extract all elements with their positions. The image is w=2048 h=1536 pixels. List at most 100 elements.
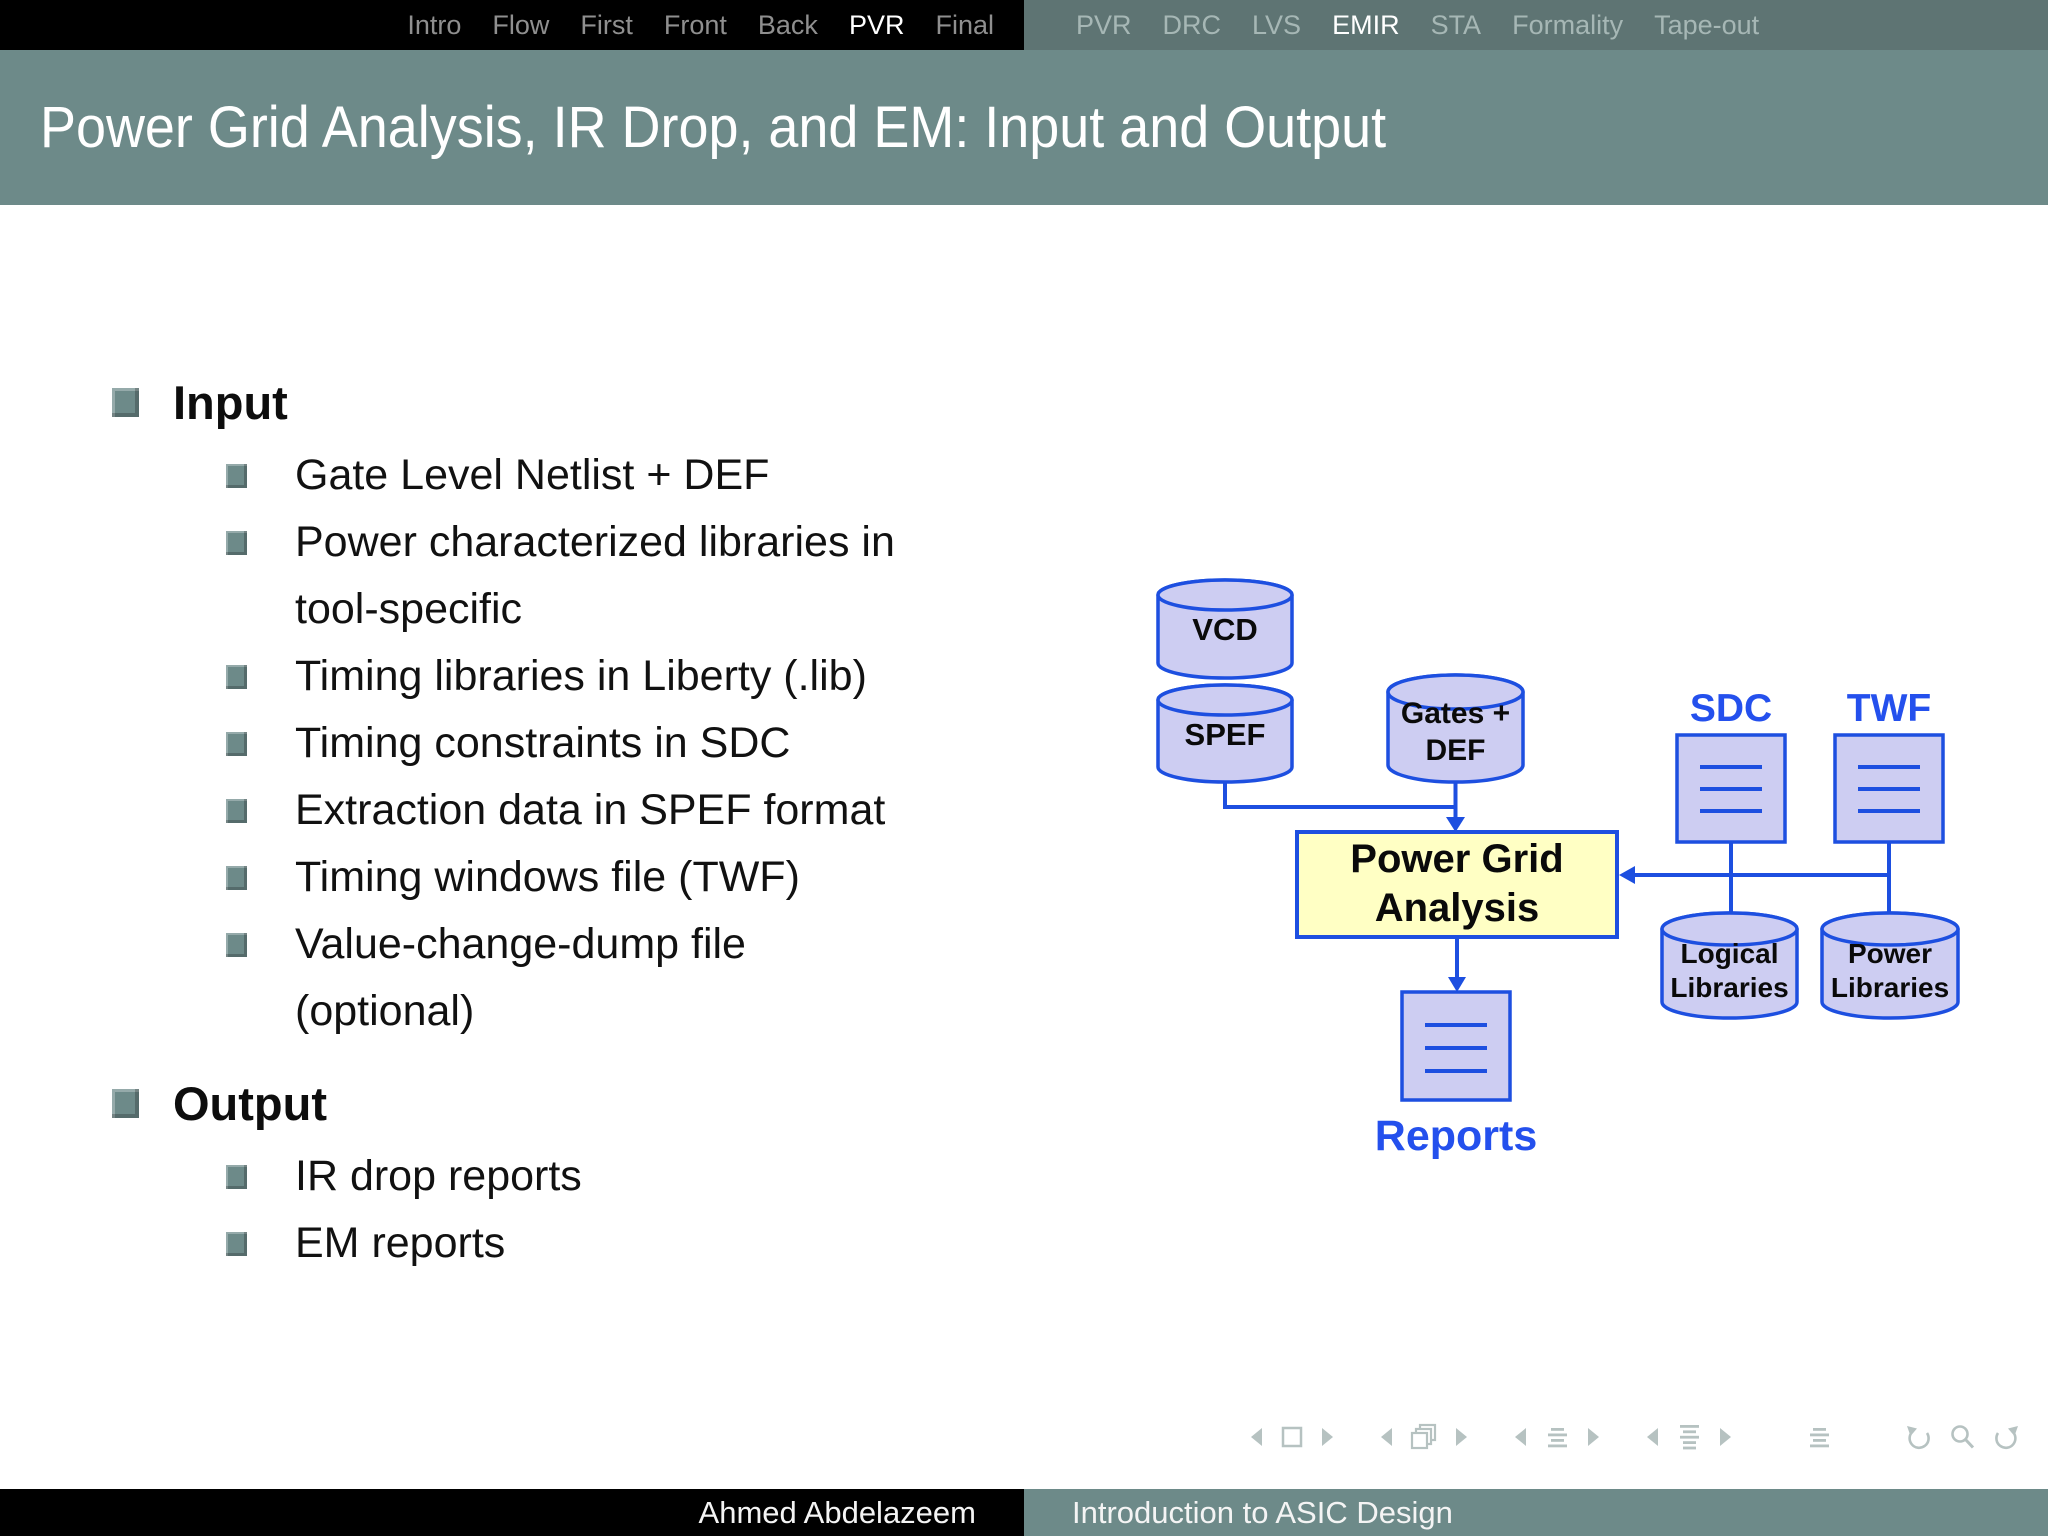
nav-item-back[interactable]: Back <box>757 9 818 40</box>
next-subsection-icon[interactable] <box>1583 1424 1603 1450</box>
list-item: Value-change-dump file <box>0 911 1120 978</box>
list-item-text: Timing libraries in Liberty (.lib) <box>295 652 867 700</box>
next-slide-icon[interactable] <box>1317 1424 1337 1450</box>
list-item: Timing libraries in Liberty (.lib) <box>0 643 1120 710</box>
twf-document <box>1833 733 1945 844</box>
search-icon[interactable] <box>1947 1422 1978 1452</box>
vcd-label: VCD <box>1192 612 1258 647</box>
prev-slide-icon[interactable] <box>1247 1424 1267 1450</box>
sub-bullet-square <box>226 1231 247 1256</box>
list-item-text: tool-specific <box>295 585 523 633</box>
prev-subsection-icon[interactable] <box>1511 1424 1531 1450</box>
nav-subsections: PVR DRC LVS EMIR STA Formality Tape-out <box>1024 0 2048 50</box>
nav-item-intro[interactable]: Intro <box>407 9 462 40</box>
nav-item-pvr[interactable]: PVR <box>848 9 905 40</box>
list-item-text: Extraction data in SPEF format <box>295 786 886 834</box>
list-item-text: Gate Level Netlist + DEF <box>295 451 770 499</box>
go-forward-icon[interactable] <box>1990 1422 2022 1452</box>
sub-bullet-square <box>226 798 247 823</box>
section-output: Output <box>0 1063 1120 1143</box>
list-item-text: (optional) <box>295 987 475 1035</box>
list-item: IR drop reports <box>0 1143 1120 1210</box>
footer-author: Ahmed Abdelazeem <box>698 1494 976 1530</box>
vcd-cylinder <box>1156 578 1294 680</box>
prev-frame-icon[interactable] <box>1377 1424 1397 1450</box>
section-outline-icon[interactable] <box>1675 1422 1703 1452</box>
subsection-outline-icon[interactable] <box>1543 1424 1571 1451</box>
sub-bullet-square <box>226 1164 247 1189</box>
nav-sub-item-sta[interactable]: STA <box>1430 9 1482 40</box>
list-item: Power characterized libraries in <box>0 509 1120 576</box>
gates-def-label: Gates + DEF <box>1400 697 1511 767</box>
footer-author-cell: Ahmed Abdelazeem <box>0 1489 1024 1536</box>
sub-bullet-square <box>226 664 247 689</box>
slide-frame-icon[interactable] <box>1279 1424 1305 1450</box>
go-back-icon[interactable] <box>1903 1422 1935 1452</box>
logical-libraries-cylinder <box>1660 911 1799 1020</box>
prev-section-icon[interactable] <box>1643 1424 1663 1450</box>
arrowhead-into-reports <box>1448 977 1466 992</box>
list-item-text: Value-change-dump file <box>295 920 746 968</box>
footer-bar: Ahmed Abdelazeem Introduction to ASIC De… <box>0 1489 2048 1536</box>
list-item-text: Timing windows file (TWF) <box>295 853 800 901</box>
power-libraries-cylinder <box>1820 911 1960 1020</box>
sub-bullet-square <box>226 731 247 756</box>
nav-sub-item-lvs[interactable]: LVS <box>1252 9 1302 40</box>
power-grid-analysis-box <box>1295 830 1619 939</box>
section-title: Input <box>173 375 288 429</box>
section-input: Input <box>0 362 1120 442</box>
nav-sub-item-pvr[interactable]: PVR <box>1076 9 1132 40</box>
reports-label: Reports <box>1374 1111 1538 1160</box>
arrowhead-into-pga-right <box>1619 866 1635 884</box>
gates-def-cylinder <box>1386 673 1525 784</box>
next-section-icon[interactable] <box>1715 1424 1735 1450</box>
sub-bullet-square <box>226 530 247 555</box>
list-item-text: Timing constraints in SDC <box>295 719 791 767</box>
footer-course-cell: Introduction to ASIC Design <box>1024 1489 2048 1536</box>
sub-bullet-square <box>226 932 247 957</box>
nav-item-final[interactable]: Final <box>935 9 994 40</box>
nav-sub-item-emir[interactable]: EMIR <box>1332 9 1400 40</box>
reports-document <box>1400 990 1512 1102</box>
twf-label: TWF <box>1846 687 1932 730</box>
nav-sub-item-drc[interactable]: DRC <box>1162 9 1222 40</box>
nav-item-front[interactable]: Front <box>663 9 727 40</box>
title-bar: Power Grid Analysis, IR Drop, and EM: In… <box>0 50 2048 205</box>
top-navigation-bar: Intro Flow First Front Back PVR Final PVR DRC LV… <box>0 0 2048 50</box>
list-item: Extraction data in SPEF format <box>0 777 1120 844</box>
sub-bullet-square <box>226 463 247 488</box>
next-frame-icon[interactable] <box>1451 1424 1471 1450</box>
diagram-connectors <box>1223 773 1891 977</box>
logical-libraries-label: Logical Libraries <box>1670 938 1789 1003</box>
section-bullet-square <box>112 387 139 417</box>
list-item-text: Power characterized libraries in <box>295 518 895 566</box>
sdc-document <box>1675 733 1787 844</box>
page-title: Power Grid Analysis, IR Drop, and EM: In… <box>40 95 1387 160</box>
arrowhead-into-pga-top <box>1446 817 1465 832</box>
sdc-label: SDC <box>1689 687 1773 730</box>
spef-cylinder <box>1156 683 1294 784</box>
nav-sub-item-formality[interactable]: Formality <box>1512 9 1624 40</box>
list-item: Timing constraints in SDC <box>0 710 1120 777</box>
connector-spef-elbow <box>1223 773 1455 809</box>
list-item: EM reports <box>0 1210 1120 1277</box>
flow-diagram-graphic <box>1156 578 1960 1102</box>
sub-bullet-square <box>226 865 247 890</box>
nav-item-first[interactable]: First <box>580 9 633 40</box>
beamer-navigation-symbols <box>1235 1422 2022 1452</box>
nav-item-flow[interactable]: Flow <box>492 9 550 40</box>
frames-stack-icon[interactable] <box>1409 1422 1439 1452</box>
nav-sub-item-tape-out[interactable]: Tape-out <box>1654 9 1760 40</box>
list-item: Timing windows file (TWF) <box>0 844 1120 911</box>
presentation-outline-icon[interactable] <box>1805 1424 1833 1451</box>
list-item: Gate Level Netlist + DEF <box>0 442 1120 509</box>
section-bullet-square <box>112 1088 139 1118</box>
footer-course: Introduction to ASIC Design <box>1072 1494 1453 1530</box>
list-item-continuation: (optional) <box>0 978 1120 1045</box>
section-title: Output <box>173 1076 327 1130</box>
list-item-text: EM reports <box>295 1219 506 1267</box>
diagram-arrowheads <box>1446 817 1635 992</box>
list-item-text: IR drop reports <box>295 1152 582 1200</box>
